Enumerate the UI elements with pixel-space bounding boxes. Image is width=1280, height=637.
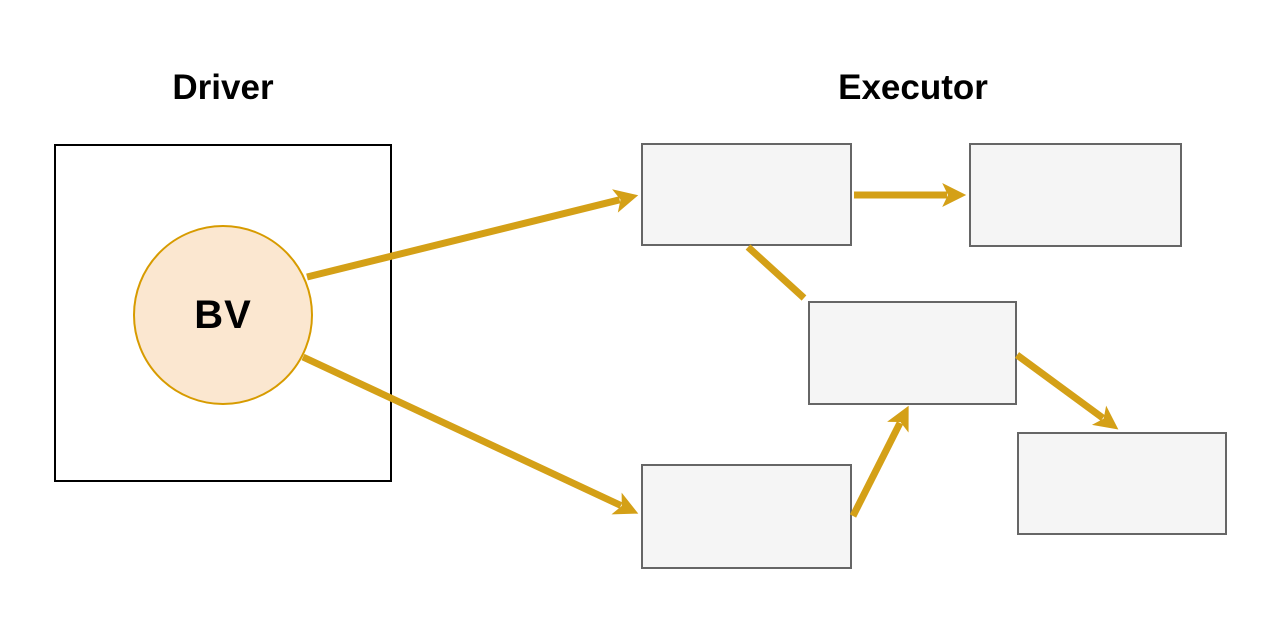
- executor-section-title: Executor: [838, 68, 988, 107]
- executor-task-box-4: [1017, 432, 1227, 535]
- arrow-task3-to-middle: [849, 405, 909, 518]
- connector-task1-to-middle: [745, 244, 807, 301]
- broadcast-variable-label: BV: [194, 292, 252, 337]
- arrow-middle-to-task4: [1014, 352, 1119, 430]
- executor-task-box-1: [641, 143, 852, 246]
- executor-task-box-3: [641, 464, 852, 569]
- driver-section-title: Driver: [172, 68, 274, 107]
- executor-task-box-2: [969, 143, 1182, 247]
- broadcast-variable-node: BV: [133, 225, 313, 405]
- executor-task-box-middle: [808, 301, 1017, 405]
